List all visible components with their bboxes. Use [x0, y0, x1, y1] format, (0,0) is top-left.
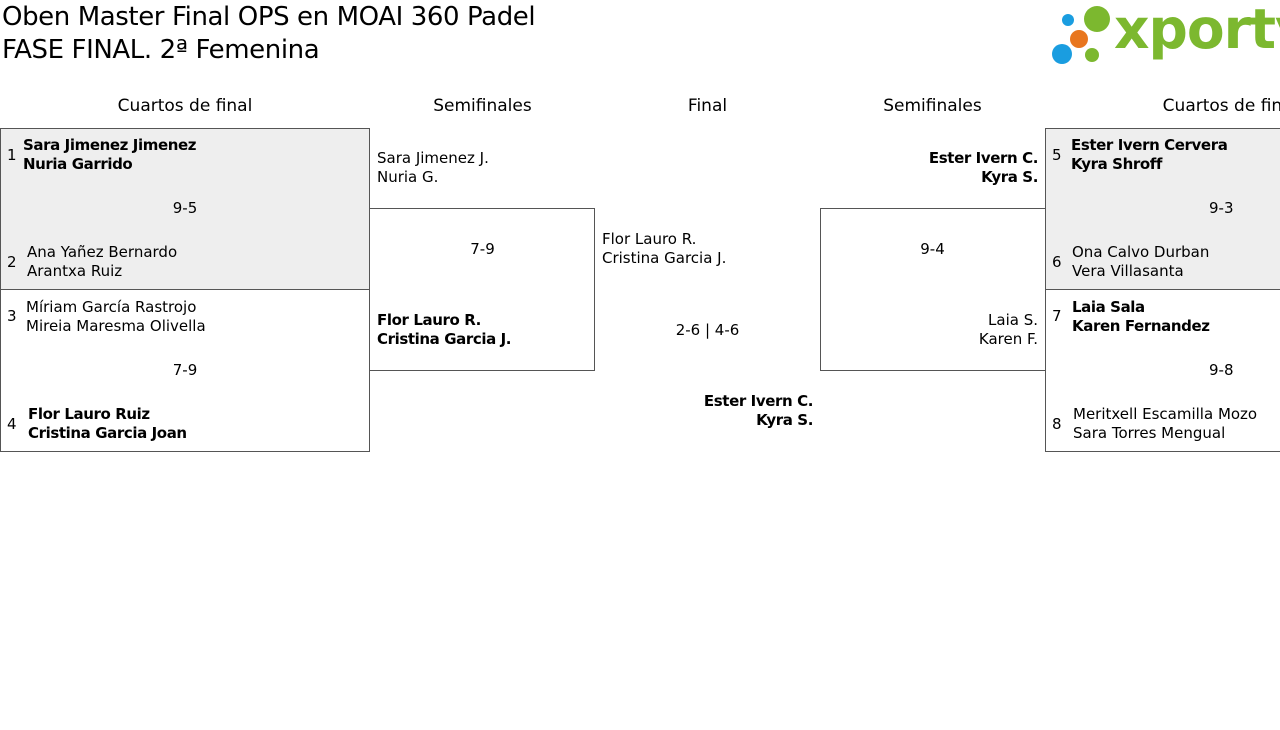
player-name: Karen F.: [978, 330, 1038, 348]
logo-wordmark: xporty: [1114, 0, 1280, 61]
player-name: Nuria G.: [377, 168, 439, 186]
player-name: Cristina Garcia J.: [602, 249, 727, 267]
logo-dot-green-small-icon: [1085, 48, 1099, 62]
logo-dot-orange-icon: [1070, 30, 1088, 48]
player-name: Ester Ivern Cervera: [1071, 136, 1228, 154]
round-header-right-semifinals: Semifinales: [883, 96, 982, 116]
seed-number: 4: [7, 415, 17, 433]
match-right-qf-1[interactable]: [1045, 128, 1280, 290]
player-name: Cristina Garcia J.: [377, 330, 512, 348]
player-name: Nuria Garrido: [23, 155, 133, 173]
player-name: Kyra S.: [981, 168, 1038, 186]
player-name: Ona Calvo Durban: [1072, 243, 1210, 261]
player-name: Arantxa Ruiz: [27, 262, 123, 280]
xporty-logo[interactable]: xporty: [1050, 0, 1280, 66]
tournament-title: Oben Master Final OPS en MOAI 360 Padel: [2, 2, 536, 32]
player-name: Mireia Maresma Olivella: [26, 317, 206, 335]
player-name: Karen Fernandez: [1072, 317, 1210, 335]
match-score: 9-8: [1209, 361, 1234, 379]
seed-number: 6: [1052, 253, 1062, 271]
player-name: Ester Ivern C.: [703, 392, 813, 410]
player-name: Flor Lauro R.: [377, 311, 481, 329]
logo-dot-blue-large-icon: [1052, 44, 1072, 64]
seed-number: 1: [7, 146, 17, 164]
player-name: Sara Jimenez Jimenez: [23, 136, 197, 154]
player-name: Kyra S.: [756, 411, 813, 429]
tournament-subtitle: FASE FINAL. 2ª Femenina: [2, 35, 320, 65]
match-left-qf-1[interactable]: [0, 128, 370, 290]
logo-dot-green-large-icon: [1084, 6, 1110, 32]
round-header-left-semifinals: Semifinales: [433, 96, 532, 116]
player-name: Vera Villasanta: [1072, 262, 1184, 280]
match-score: 7-9: [172, 361, 198, 379]
player-name: Laia Sala: [1072, 298, 1145, 316]
player-name: Ana Yañez Bernardo: [27, 243, 178, 261]
player-name: Sara Torres Mengual: [1073, 424, 1226, 442]
final-score: 2-6 | 4-6: [675, 321, 740, 339]
player-name: Flor Lauro R.: [602, 230, 697, 248]
match-score: 9-3: [1209, 199, 1234, 217]
logo-dot-blue-small-icon: [1062, 14, 1074, 26]
seed-number: 5: [1052, 146, 1062, 164]
match-score: 7-9: [470, 240, 495, 258]
round-header-left-quarterfinals: Cuartos de final: [117, 96, 253, 116]
seed-number: 3: [7, 307, 17, 325]
player-name: Sara Jimenez J.: [377, 149, 489, 167]
seed-number: 7: [1052, 307, 1062, 325]
player-name: Meritxell Escamilla Mozo: [1073, 405, 1258, 423]
seed-number: 8: [1052, 415, 1062, 433]
player-name: Míriam García Rastrojo: [26, 298, 197, 316]
seed-number: 2: [7, 253, 17, 271]
player-name: Kyra Shroff: [1071, 155, 1163, 173]
match-score: 9-5: [172, 199, 198, 217]
match-right-qf-2[interactable]: [1045, 289, 1280, 452]
round-header-final: Final: [687, 96, 728, 116]
player-name: Laia S.: [988, 311, 1038, 329]
round-header-right-quarterfinals: Cuartos de final: [1162, 96, 1280, 116]
player-name: Ester Ivern C.: [928, 149, 1038, 167]
match-score: 9-4: [920, 240, 945, 258]
player-name: Flor Lauro Ruiz: [28, 405, 150, 423]
player-name: Cristina Garcia Joan: [28, 424, 187, 442]
match-left-sf[interactable]: [369, 208, 595, 371]
